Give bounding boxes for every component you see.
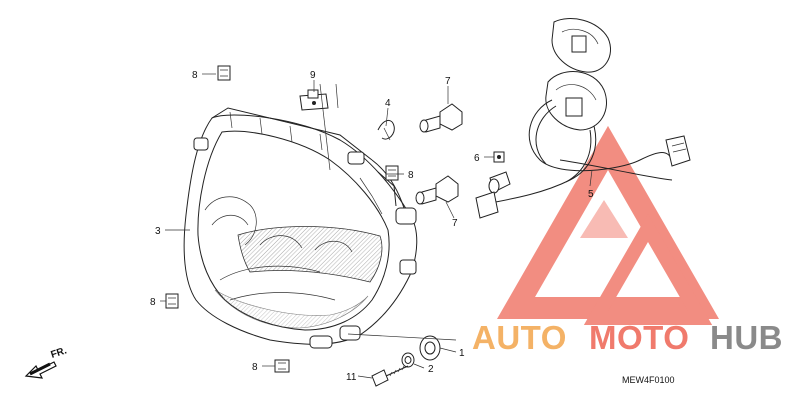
callout-1: 1 [459,348,465,359]
front-direction-indicator: FR. [24,345,69,379]
callout-7-upper: 7 [445,76,451,87]
callout-2: 2 [428,364,434,375]
callout-4: 4 [385,98,391,109]
front-direction-label: FR. [50,345,69,361]
adjuster-bracket [299,89,329,111]
headlight-bulb-lower [415,175,459,205]
clip-nut-top [217,65,231,81]
watermark-word-auto: AUTO [472,319,567,356]
clip-nut-left [165,293,179,309]
mounting-bolt [371,365,409,387]
bulb-socket [488,151,511,194]
headlight-bulb-upper [419,103,463,133]
leader-lines [160,73,593,379]
callout-8-top: 8 [192,70,198,81]
callout-11: 11 [346,372,357,383]
callout-9: 9 [310,70,316,81]
watermark-triangle-icon [496,125,720,325]
front-arrow-icon [24,361,57,379]
collar [401,352,415,368]
rubber-grommet [419,335,441,361]
headlight-housing [183,107,418,349]
callout-6: 6 [474,153,480,164]
callout-8-mid: 8 [408,170,414,181]
spring-clip [377,120,395,141]
diagram-code: MEW4F0100 [622,375,675,385]
watermark-word-hub: HUB [710,319,783,356]
watermark-word-moto: MOTO [589,319,689,356]
callout-5: 5 [588,189,594,200]
callout-8-left: 8 [150,297,156,308]
wire-harness [475,18,691,219]
clip-nut-mid [385,165,399,181]
callout-3: 3 [155,226,161,237]
callout-7-lower: 7 [452,218,458,229]
callout-8-bottom: 8 [252,362,258,373]
clip-nut-bottom [274,359,290,373]
callout-labels: 8 9 4 7 8 7 6 5 3 8 8 1 2 11 [150,70,594,383]
watermark-logo: AUTO MOTO HUB [472,125,783,356]
